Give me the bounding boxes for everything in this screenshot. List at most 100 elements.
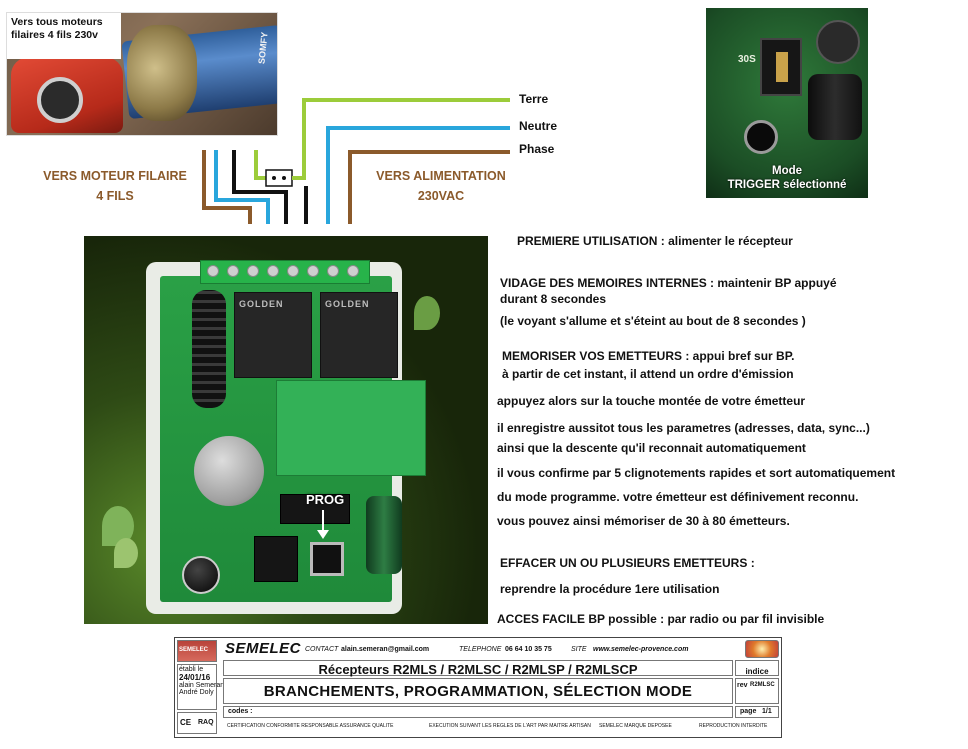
- motor-wire-green: [254, 150, 268, 180]
- trigger-silk-text: 30S: [738, 54, 756, 65]
- author-line2: André Doly: [179, 689, 214, 696]
- ce-mark: CE: [180, 718, 192, 727]
- relay-1-text: GOLDEN: [239, 299, 284, 309]
- instruction-erase-procedure: reprendre la procédure 1ere utilisation: [500, 582, 720, 596]
- codes-cell: codes :: [223, 706, 733, 718]
- rev-cell: rev R2MLSC: [735, 678, 779, 704]
- buzzer: [194, 436, 264, 506]
- established-label: établi le: [179, 666, 204, 673]
- indice-label: indice: [745, 667, 769, 676]
- prog-label: PROG: [306, 492, 345, 507]
- electrolytic-capacitor: [366, 496, 402, 574]
- mode-jumper: [760, 38, 802, 96]
- motor-caption: Vers tous moteurs filaires 4 fils 230v: [7, 13, 121, 59]
- supply-wire-phase: [348, 150, 510, 224]
- phone-number: 06 64 10 35 75: [505, 646, 552, 653]
- relay-2-text: GOLDEN: [325, 299, 370, 309]
- motor-knob: [37, 77, 83, 123]
- author-line1: alain Semeran: [179, 682, 225, 689]
- motor-wire-black: [232, 150, 288, 224]
- motor-wire-brown: [202, 150, 252, 224]
- instruction-clear-memory-duration: durant 8 secondes: [500, 292, 607, 306]
- footer-note: EXECUTION SUIVANT LES REGLES DE L'ART PA…: [429, 723, 591, 729]
- trigger-mount-hole: [744, 120, 778, 154]
- title-block: SEMELEC établi le 24/01/16 alain Semeran…: [174, 637, 782, 738]
- document-title: BRANCHEMENTS, PROGRAMMATION, SÉLECTION M…: [263, 683, 693, 700]
- motor-side-label: VERS MOTEUR FILAIRE 4 FILS: [20, 166, 210, 206]
- trigger-caption-line1: Mode: [771, 165, 803, 177]
- contact-label: CONTACT: [305, 646, 339, 653]
- codes-label: codes :: [228, 708, 253, 715]
- instruction-memorize-done: du mode programme. votre émetteur est dé…: [497, 490, 859, 504]
- wire-label-phase: Phase: [519, 142, 555, 156]
- motor-side-label-line1: VERS MOTEUR FILAIRE: [43, 169, 187, 183]
- site-label: SITE: [571, 646, 587, 653]
- prog-button: [310, 542, 344, 576]
- trigger-caption-line2: TRIGGER sélectionné: [727, 179, 847, 191]
- prog-arrow: [322, 510, 324, 534]
- relay-2: GOLDEN: [320, 292, 398, 378]
- footer-notes: CERTIFICATION CONFORMITE RESPONSABLE ASS…: [223, 722, 779, 734]
- instruction-clear-memory: VIDAGE DES MEMOIRES INTERNES : maintenir…: [500, 276, 837, 290]
- wire-label-earth: Terre: [519, 92, 549, 106]
- page-label: page: [740, 708, 757, 715]
- phone-label: TELEPHONE: [459, 646, 502, 653]
- footer-note: CERTIFICATION CONFORMITE RESPONSABLE ASS…: [227, 723, 394, 729]
- motor-caption-line2: filaires 4 fils 230v: [11, 29, 98, 41]
- relay-1: GOLDEN: [234, 292, 312, 378]
- instruction-memorize: MEMORISER VOS EMETTEURS : appui bref sur…: [502, 349, 795, 363]
- ce-cell: CE RAQ: [177, 712, 217, 734]
- motor-side-label-line2: 4 FILS: [96, 189, 134, 203]
- motor-caption-line1: Vers tous moteurs: [11, 16, 103, 28]
- prog-arrow-head: [317, 530, 329, 539]
- trigger-caption: Mode TRIGGER sélectionné: [706, 164, 868, 192]
- supply-side-label: VERS ALIMENTATION 230VAC: [356, 166, 526, 206]
- title-cell: BRANCHEMENTS, PROGRAMMATION, SÉLECTION M…: [223, 678, 733, 704]
- motor-endcap: [127, 25, 197, 121]
- rf-module: [276, 380, 426, 476]
- subtitle-cell: Récepteurs R2MLS / R2MLSC / R2MLSP / R2M…: [223, 660, 733, 677]
- trigger-mode-photo: 30S Mode TRIGGER sélectionné: [706, 8, 868, 198]
- instruction-memorize-wait: à partir de cet instant, il attend un or…: [502, 367, 794, 381]
- ic-chip: [254, 536, 298, 582]
- rev-value: R2MLSC: [750, 682, 775, 688]
- brand-name: SEMELEC: [225, 640, 302, 657]
- site-url: www.semelec-provence.com: [593, 646, 689, 653]
- subtitle: Récepteurs R2MLS / R2MLSC / R2MLSP / R2M…: [318, 662, 638, 677]
- brand-logo: SEMELEC: [177, 640, 217, 662]
- supply-wire-neutral: [326, 126, 510, 224]
- terminal-block: [200, 260, 370, 284]
- supply-side-label-line1: VERS ALIMENTATION: [376, 169, 506, 183]
- instruction-memorize-descent: ainsi que la descente qu'il reconnait au…: [497, 441, 806, 455]
- instruction-clear-memory-note: (le voyant s'allume et s'éteint au bout …: [500, 314, 806, 328]
- supply-wire-earth: [292, 98, 510, 180]
- indice-cell: indice: [735, 660, 779, 676]
- instruction-first-use: PREMIERE UTILISATION : alimenter le réce…: [517, 234, 793, 248]
- trigger-trimmer: [816, 20, 860, 64]
- motor-photo: SOMFY Vers tous moteurs filaires 4 fils …: [6, 12, 278, 136]
- sun-logo: [745, 640, 779, 658]
- trigger-capacitor: [808, 74, 862, 140]
- footer-note: REPRODUCTION INTERDITE: [699, 723, 768, 729]
- raq-label: RAQ: [198, 719, 214, 726]
- header-row: SEMELEC CONTACT alain.semeran@gmail.com …: [223, 640, 743, 658]
- ic-chip: [280, 494, 350, 524]
- small-capacitor: [182, 556, 220, 594]
- page-value: 1/1: [762, 708, 772, 715]
- receiver-board-photo: GOLDEN GOLDEN PROG: [84, 236, 488, 624]
- author-cell: établi le 24/01/16 alain Semeran André D…: [177, 664, 225, 710]
- instruction-memorize-store: il enregistre aussitot tous les parametr…: [497, 421, 870, 435]
- contact-email: alain.semeran@gmail.com: [341, 646, 430, 653]
- wire-label-neutral: Neutre: [519, 119, 558, 133]
- wiring-diagram: [202, 98, 510, 224]
- supply-side-label-line2: 230VAC: [417, 189, 465, 203]
- brand-logo-text: SEMELEC: [179, 647, 209, 653]
- motor-wire-blue: [214, 150, 270, 224]
- instruction-memorize-confirm: il vous confirme par 5 clignotements rap…: [497, 466, 896, 480]
- instruction-easy-access: ACCES FACILE BP possible : par radio ou …: [497, 612, 825, 626]
- page-cell: page 1/1: [735, 706, 779, 718]
- instruction-memorize-press: appuyez alors sur la touche montée de vo…: [497, 394, 806, 408]
- instruction-erase: EFFACER UN OU PLUSIEURS EMETTEURS :: [500, 556, 755, 570]
- established-date: 24/01/16: [179, 673, 211, 682]
- earth-junction: [265, 169, 293, 187]
